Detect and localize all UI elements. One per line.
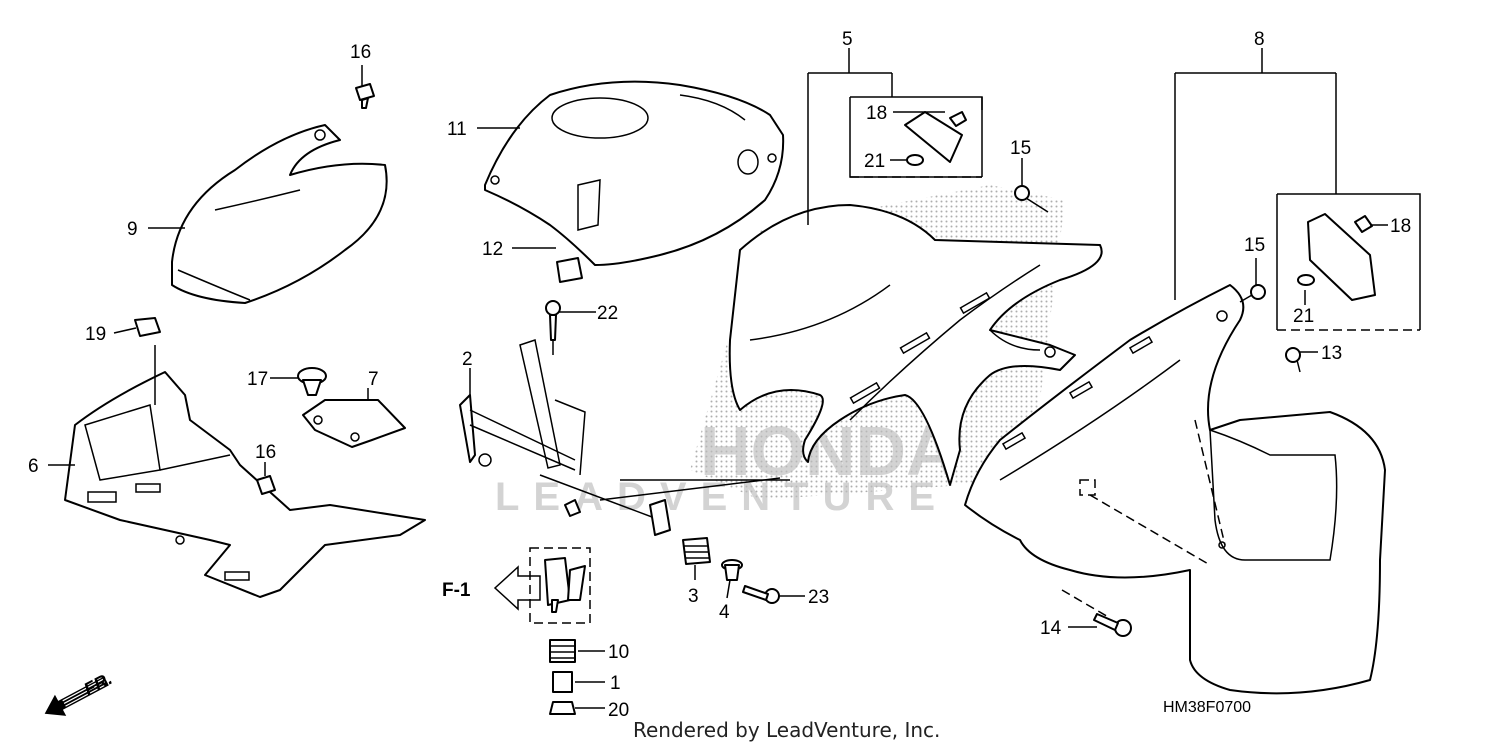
callout-19: 19	[85, 324, 106, 345]
part-13-bolt	[1285, 347, 1301, 373]
callout-21a: 21	[864, 151, 885, 172]
callout-23: 23	[808, 587, 829, 608]
callout-7: 7	[368, 369, 379, 390]
callout-11: 11	[447, 119, 467, 140]
diagram-code: HM38F0700	[1163, 699, 1251, 716]
callout-15b: 15	[1244, 235, 1265, 256]
callout-14: 14	[1040, 618, 1062, 639]
callout-16a: 16	[350, 42, 371, 63]
callout-16b: 16	[255, 442, 276, 463]
part-15a-bolt	[1014, 185, 1049, 213]
callout-10: 10	[608, 642, 629, 663]
callout-9: 9	[127, 219, 138, 240]
part-4-collar	[721, 559, 743, 581]
detail-box	[529, 547, 591, 624]
part-12-clip	[556, 257, 583, 283]
part-19-clip	[134, 317, 161, 337]
front-direction-arrow-icon	[44, 676, 109, 716]
part-16b-screw	[256, 475, 276, 495]
callout-5: 5	[842, 29, 853, 50]
part-22-bolt	[545, 300, 561, 341]
callout-18b: 18	[1390, 216, 1411, 237]
part-15b-bolt	[1239, 284, 1266, 303]
callout-17: 17	[247, 369, 268, 390]
detail-box-8	[1174, 72, 1421, 331]
part-20-nut	[549, 701, 576, 715]
callout-3: 3	[688, 586, 699, 607]
part-2-bracket	[459, 339, 790, 536]
part-16a-screw	[355, 83, 375, 109]
callout-1: 1	[610, 673, 621, 694]
callout-8: 8	[1254, 29, 1265, 50]
callout-6: 6	[28, 456, 39, 477]
part-6-undercover	[64, 371, 426, 598]
leader-lines	[48, 48, 1388, 709]
part-7-bracket	[302, 399, 406, 448]
part-1-collar	[552, 671, 573, 693]
watermark-sub: LEADVENTURE	[495, 475, 949, 519]
part-8-side-fender	[964, 284, 1386, 695]
callout-13: 13	[1321, 343, 1342, 364]
footer-credit: Rendered by LeadVenture, Inc.	[633, 718, 940, 742]
callout-4: 4	[719, 602, 730, 623]
f1-arrow-icon	[493, 565, 541, 611]
detail-box-5	[849, 96, 983, 178]
part-23-bolt	[742, 585, 780, 604]
callout-18a: 18	[866, 103, 887, 124]
part-10-rubber	[549, 639, 576, 663]
callout-21b: 21	[1293, 306, 1314, 327]
callout-22: 22	[597, 303, 618, 324]
reference-label: F-1	[442, 580, 471, 601]
callout-2: 2	[462, 349, 473, 370]
part-14-bolt	[1061, 589, 1132, 637]
part-17-grommet	[297, 367, 327, 396]
callout-15a: 15	[1010, 138, 1031, 159]
callout-12: 12	[482, 239, 503, 260]
part-3-grommet	[682, 537, 711, 565]
part-11-tank-cover	[484, 80, 785, 266]
part-9-cover	[171, 124, 388, 304]
callout-20: 20	[608, 700, 629, 721]
part-5-fender	[728, 204, 1103, 486]
